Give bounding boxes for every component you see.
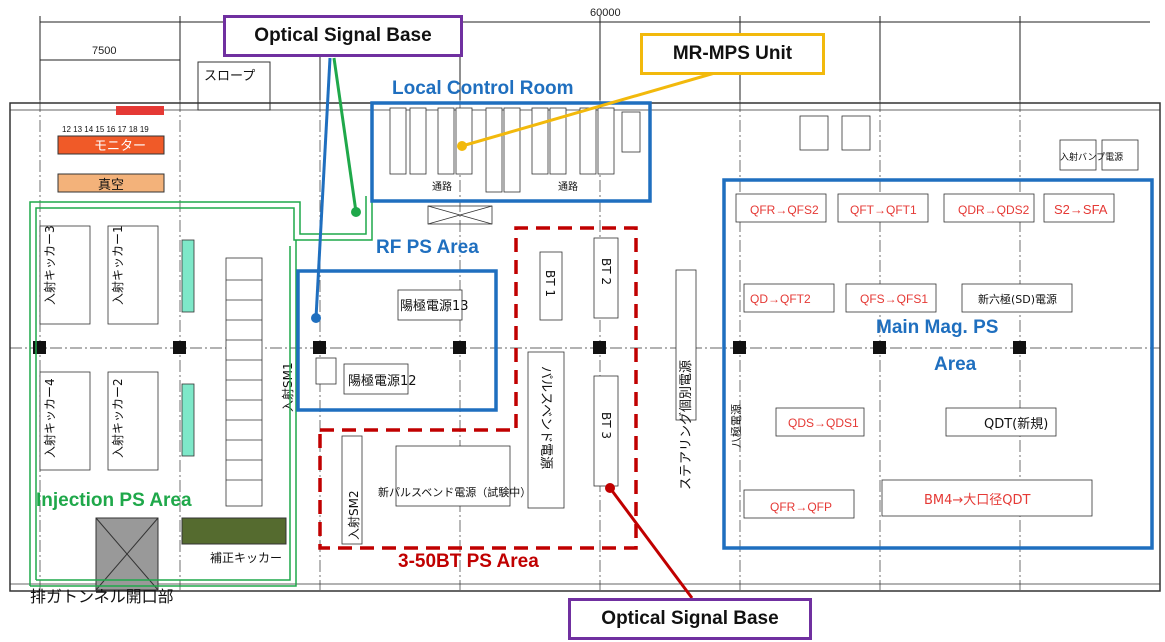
main-mag-racks bbox=[735, 193, 1115, 519]
sm1-label: 入射SM1 bbox=[280, 362, 295, 412]
sm1-rack-lines bbox=[226, 279, 262, 481]
correction-kicker-rack bbox=[181, 517, 287, 545]
pulse-bend-label: パルスベンド電源 bbox=[538, 366, 553, 469]
qds-qds1: QDS→QDS1 bbox=[788, 416, 859, 430]
kicker1-label: 入射キッカー1 bbox=[110, 225, 125, 305]
injection-area-outline bbox=[29, 196, 373, 587]
control-room-racks bbox=[389, 107, 641, 193]
local-control-room-box bbox=[370, 101, 652, 203]
anode12-label: 陽極電源12 bbox=[348, 373, 417, 389]
vacuum-label: 真空 bbox=[98, 178, 124, 193]
slope-label: スロープ bbox=[204, 69, 255, 84]
qfr-qfs2: QFR→QFS2 bbox=[750, 203, 819, 217]
cable-trays bbox=[427, 205, 493, 225]
optical-signal-base-top-callout: Optical Signal Base bbox=[223, 15, 463, 57]
vacuum-rack bbox=[57, 173, 165, 193]
bm4-qdt: BM4→大口径QDT bbox=[924, 493, 1031, 508]
new-hexapole: 新六極(SD)電源 bbox=[978, 292, 1057, 306]
qfr-qfp: QFR→QFP bbox=[770, 500, 832, 514]
rf-signal-dot bbox=[311, 313, 321, 323]
mrmps-signal-dot bbox=[457, 141, 467, 151]
bt3-label: BT 3 bbox=[599, 412, 613, 439]
kicker4-label: 入射キッカー4 bbox=[42, 378, 57, 458]
octupole-label: 八極電源 bbox=[729, 404, 743, 448]
injection-kickers bbox=[39, 225, 263, 507]
top-right-equipment bbox=[799, 115, 1139, 171]
qd-qft2: QD→QFT2 bbox=[750, 292, 811, 306]
bt-ps-area-outline bbox=[318, 226, 638, 550]
main-mag-area-label-line2: Area bbox=[934, 354, 977, 375]
steering-label: ステアリング個別電源 bbox=[679, 360, 694, 490]
dump-box bbox=[95, 517, 159, 591]
anode13-label: 陽極電源13 bbox=[400, 298, 469, 314]
columns bbox=[33, 341, 1026, 354]
qft-qft1: QFT→QFT1 bbox=[850, 203, 917, 217]
bt-signal-dot bbox=[605, 483, 615, 493]
rf-ps-area-box bbox=[296, 269, 498, 412]
dim-total: 60000 bbox=[590, 7, 621, 19]
leader-optical-to-rf bbox=[314, 57, 332, 319]
passage-label-2: 通路 bbox=[558, 180, 578, 193]
local-control-room-label: Local Control Room bbox=[392, 78, 574, 99]
bt1-label: BT 1 bbox=[543, 270, 557, 297]
leader-optical-bottom bbox=[608, 487, 694, 599]
s2-sfa: S2→SFA bbox=[1054, 202, 1108, 217]
tunnel-label: 排ガトンネル開口部 bbox=[30, 587, 174, 606]
monitor-label: モニター bbox=[94, 139, 146, 154]
kicker3-label: 入射キッカー3 bbox=[42, 225, 57, 305]
bt-ps-area-label: 3-50BT PS Area bbox=[398, 551, 539, 572]
red-tag bbox=[116, 106, 164, 115]
slope bbox=[197, 61, 271, 111]
injection-signal-dot bbox=[351, 207, 361, 217]
qdr-qds2: QDR→QDS2 bbox=[958, 203, 1030, 217]
monitor-rack bbox=[57, 135, 165, 155]
injection-ps-area-label: Injection PS Area bbox=[36, 490, 192, 511]
correction-kicker-label: 補正キッカー bbox=[210, 551, 282, 565]
bt2-label: BT 2 bbox=[599, 258, 613, 285]
rf-ps-area-label: RF PS Area bbox=[376, 237, 479, 258]
leader-optical-to-injection bbox=[332, 57, 358, 213]
sm2-label: 入射SM2 bbox=[346, 490, 361, 540]
dim-bay: 7500 bbox=[92, 45, 116, 57]
leader-mrmps bbox=[461, 66, 733, 148]
rf-equipment bbox=[315, 289, 463, 395]
top-dimension-line bbox=[39, 16, 1150, 100]
new-pulse-bend-label: 新パルスベンド電源（試験中） bbox=[378, 485, 531, 499]
main-mag-area-label-line1: Main Mag. PS bbox=[876, 317, 999, 338]
passage-label-1: 通路 bbox=[432, 180, 452, 193]
bt-equipment bbox=[341, 237, 619, 545]
rack-numbers: 12 13 14 15 16 17 18 19 bbox=[62, 125, 149, 134]
qfs-qfs1: QFS→QFS1 bbox=[860, 292, 928, 306]
injection-bump-label: 入射バンプ電源 bbox=[1060, 151, 1123, 163]
main-mag-area-box bbox=[722, 178, 1154, 550]
kicker2-label: 入射キッカー2 bbox=[110, 378, 125, 458]
mr-mps-unit-callout: MR-MPS Unit bbox=[640, 33, 825, 75]
steering-rack bbox=[675, 269, 697, 421]
optical-signal-base-bottom-callout: Optical Signal Base bbox=[568, 598, 812, 640]
qdt-new: QDT(新規) bbox=[984, 416, 1048, 432]
